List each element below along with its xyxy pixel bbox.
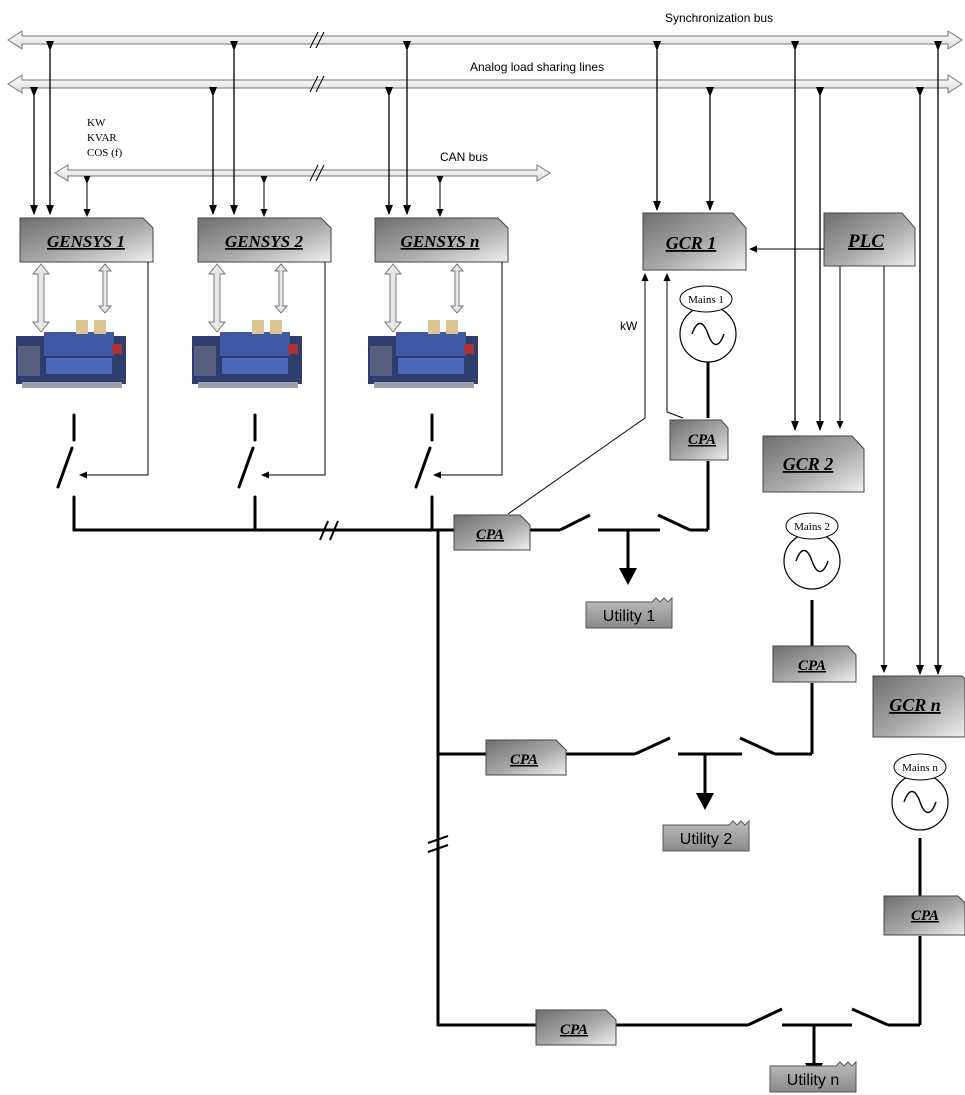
can-param-cos: COS (f) bbox=[87, 147, 122, 159]
generator-engine-n bbox=[368, 320, 478, 388]
mains-n-source: Mains n bbox=[892, 754, 948, 830]
cpa-label: CPA bbox=[510, 752, 538, 768]
gensys-2-label: GENSYS 2 bbox=[225, 232, 303, 251]
generator-power-bus bbox=[58, 415, 536, 1025]
cpa-box-mains-2[interactable]: CPA bbox=[773, 646, 856, 682]
cpa-box-mains-1[interactable]: CPA bbox=[670, 420, 728, 460]
cpa-label: CPA bbox=[798, 658, 826, 674]
cpa-box-feeder-2[interactable]: CPA bbox=[486, 740, 566, 775]
feeder-1 bbox=[530, 362, 708, 570]
gcr-n-box[interactable]: GCR n bbox=[873, 676, 965, 737]
bus-break-marks bbox=[320, 521, 448, 852]
feeder-2 bbox=[566, 600, 812, 795]
cpa-box-mains-n[interactable]: CPA bbox=[884, 896, 965, 935]
mains-1-label: Mains 1 bbox=[688, 294, 724, 306]
analog-load-sharing-lines bbox=[8, 75, 962, 93]
utility-1-load: Utility 1 bbox=[586, 598, 672, 628]
mains-1-source: Mains 1 bbox=[680, 286, 736, 362]
can-connection-arrows bbox=[87, 183, 440, 216]
gensys-n-box[interactable]: GENSYS n bbox=[375, 218, 508, 262]
generator-engine-2 bbox=[192, 320, 302, 388]
can-bus bbox=[55, 165, 550, 181]
plc-label: PLC bbox=[847, 231, 884, 252]
gensys-1-box[interactable]: GENSYS 1 bbox=[20, 218, 153, 262]
mains-2-source: Mains 2 bbox=[784, 513, 840, 589]
sync-bus-label: Synchronization bus bbox=[665, 11, 773, 25]
gcr-2-label: GCR 2 bbox=[783, 454, 834, 474]
synchronization-bus bbox=[8, 31, 962, 49]
can-param-kw: KW bbox=[87, 117, 106, 129]
gcr-2-box[interactable]: GCR 2 bbox=[763, 436, 864, 492]
plc-box[interactable]: PLC bbox=[824, 213, 915, 266]
utility-n-load: Utility n bbox=[770, 1062, 856, 1092]
gensys-n-label: GENSYS n bbox=[401, 232, 480, 251]
cpa-label: CPA bbox=[911, 908, 939, 924]
generator-engine-1 bbox=[16, 320, 126, 388]
utility-2-label: Utility 2 bbox=[680, 831, 733, 848]
gensys-1-label: GENSYS 1 bbox=[47, 232, 125, 251]
analog-lines-label: Analog load sharing lines bbox=[470, 60, 604, 74]
utility-1-label: Utility 1 bbox=[603, 608, 656, 625]
cpa-box-feeder-n[interactable]: CPA bbox=[536, 1010, 616, 1045]
cpa-box-main[interactable]: CPA bbox=[454, 515, 530, 550]
load-arrow-1 bbox=[619, 568, 637, 585]
feeder-n bbox=[616, 838, 920, 1065]
gcr-n-label: GCR n bbox=[889, 695, 941, 715]
cpa-label: CPA bbox=[560, 1022, 588, 1038]
mains-n-label: Mains n bbox=[902, 762, 938, 774]
gcr-1-box[interactable]: GCR 1 bbox=[643, 213, 746, 270]
cpa-label: CPA bbox=[476, 527, 504, 543]
utility-n-label: Utility n bbox=[787, 1072, 839, 1089]
can-bus-label: CAN bus bbox=[440, 150, 488, 164]
kw-measurement-lines bbox=[508, 274, 683, 514]
can-param-kvar: KVAR bbox=[87, 132, 117, 144]
mains-2-label: Mains 2 bbox=[794, 521, 830, 533]
kw-label: kW bbox=[620, 319, 638, 333]
gcr-1-label: GCR 1 bbox=[666, 233, 717, 253]
utility-2-load: Utility 2 bbox=[663, 821, 749, 851]
load-arrow-2 bbox=[696, 793, 714, 810]
gensys-2-box[interactable]: GENSYS 2 bbox=[198, 218, 331, 262]
cpa-label: CPA bbox=[688, 432, 716, 448]
